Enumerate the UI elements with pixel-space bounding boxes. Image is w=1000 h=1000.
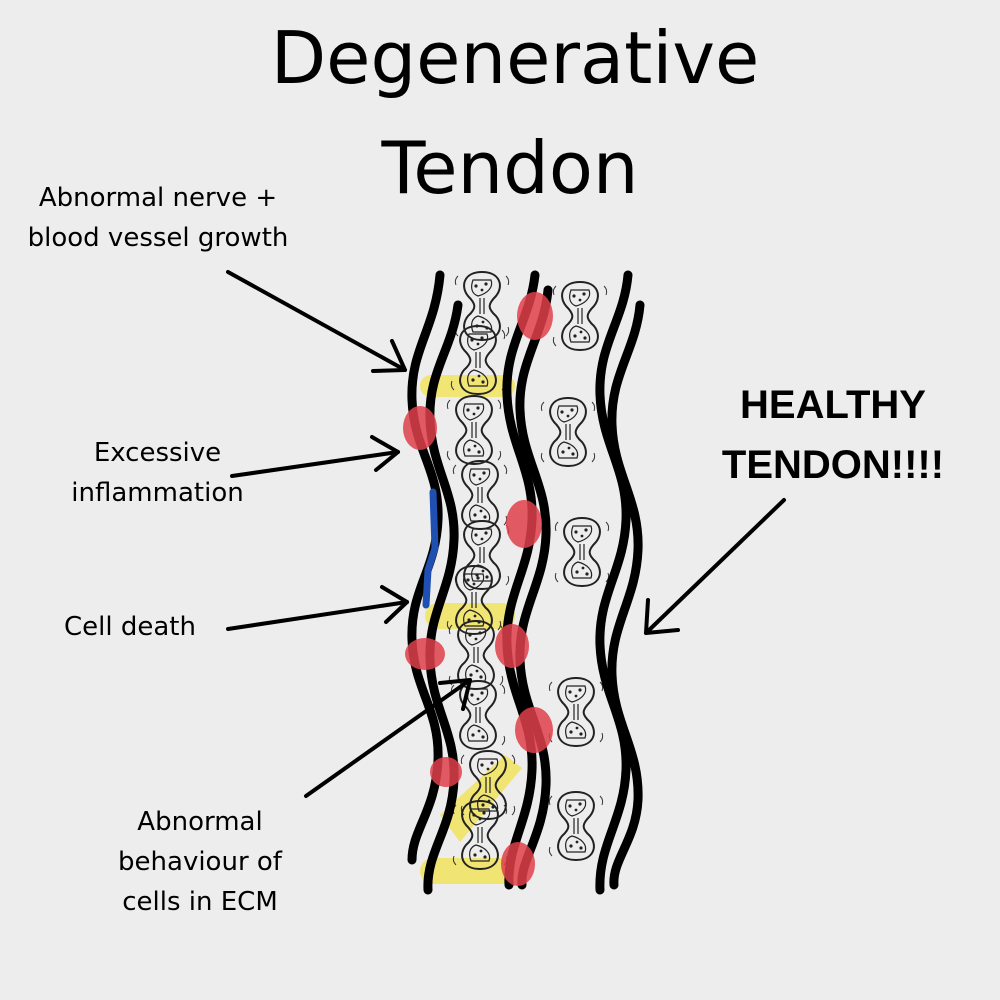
inflammation-mark <box>515 707 553 753</box>
cell-icon <box>450 680 506 750</box>
blood-vessel-mark <box>422 488 439 609</box>
fiber <box>607 300 645 890</box>
cell-icon <box>552 281 608 351</box>
cell-icon <box>452 460 508 530</box>
label-inflammation-line-1: Excessive <box>93 438 222 468</box>
title-line-1: Degenerative <box>270 16 760 100</box>
inflammation-mark <box>403 406 437 450</box>
arrow-ecm-icon <box>304 678 472 798</box>
tendon-fibers <box>407 270 645 895</box>
healthy-line-1: HEALTHY <box>740 383 926 427</box>
highlight-mark <box>420 858 515 884</box>
inflammation-mark <box>517 292 553 340</box>
arrow-inflammation-icon <box>230 435 400 478</box>
label-nerve-growth: Abnormal nerve + blood vessel growth <box>10 178 306 258</box>
cell-icon <box>540 397 596 467</box>
cell-icon <box>446 395 502 465</box>
cell-icon <box>548 791 604 861</box>
label-ecm-line-3: cells in ECM <box>122 887 278 917</box>
healthy-line-2: TENDON!!!! <box>721 443 945 487</box>
label-cell-death: Cell death <box>64 612 196 642</box>
arrow-nerve-icon <box>226 270 407 373</box>
inflammation-mark <box>506 500 542 548</box>
arrows <box>226 270 786 798</box>
arrow-cell-death-icon <box>226 585 409 631</box>
cell-icon <box>554 517 610 587</box>
fiber <box>515 285 553 890</box>
label-inflammation: Excessive inflammation <box>55 433 260 513</box>
inflammation-mark <box>501 842 535 886</box>
label-inflammation-line-2: inflammation <box>71 478 244 508</box>
label-ecm: Abnormal behaviour of cells in ECM <box>100 802 300 922</box>
healthy-tendon-label: HEALTHY TENDON!!!! <box>700 375 966 495</box>
cell-icon <box>448 620 504 690</box>
fiber <box>595 270 633 895</box>
inflammation-marks <box>403 292 553 886</box>
inflammation-mark <box>405 638 445 670</box>
label-nerve-line-2: blood vessel growth <box>27 223 289 253</box>
arrow-healthy-icon <box>644 498 786 635</box>
cell-icon <box>548 677 604 747</box>
inflammation-mark <box>430 757 462 787</box>
label-ecm-line-2: behaviour of <box>118 847 282 877</box>
label-ecm-line-1: Abnormal <box>137 807 263 837</box>
title-line-2: Tendon <box>381 126 639 210</box>
fiber <box>502 270 540 890</box>
inflammation-mark <box>495 624 529 668</box>
fiber <box>423 300 463 895</box>
label-nerve-line-1: Abnormal nerve + <box>38 183 278 213</box>
